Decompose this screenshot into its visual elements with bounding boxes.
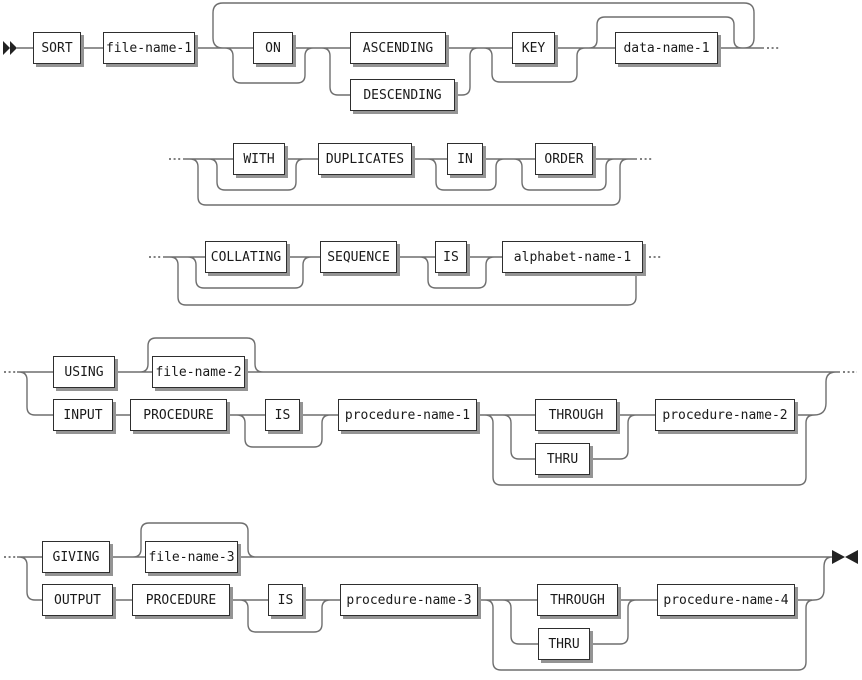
node-output: OUTPUT — [42, 584, 113, 616]
node-file-name-1: file-name-1 — [103, 32, 195, 64]
node-output-procedure: PROCEDURE — [132, 584, 230, 616]
node-ascending: ASCENDING — [350, 32, 446, 64]
node-procedure-name-2: procedure-name-2 — [655, 399, 795, 431]
node-is-collating: IS — [435, 241, 467, 273]
node-giving: GIVING — [42, 541, 110, 573]
node-is-input: IS — [265, 399, 300, 431]
node-procedure-name-4: procedure-name-4 — [657, 584, 795, 616]
node-sequence: SEQUENCE — [320, 241, 397, 273]
node-in: IN — [447, 143, 483, 175]
node-input-procedure: PROCEDURE — [130, 399, 227, 431]
node-with: WITH — [233, 143, 285, 175]
node-file-name-3: file-name-3 — [145, 541, 238, 573]
node-through-input: THROUGH — [535, 399, 617, 431]
node-data-name-1: data-name-1 — [615, 32, 718, 64]
start-arrow-icon — [3, 41, 17, 55]
node-thru-input: THRU — [535, 443, 590, 475]
node-descending: DESCENDING — [350, 79, 455, 111]
node-through-output: THROUGH — [537, 584, 618, 616]
node-procedure-name-3: procedure-name-3 — [340, 584, 478, 616]
node-sort: SORT — [33, 32, 81, 64]
node-duplicates: DUPLICATES — [318, 143, 412, 175]
node-thru-output: THRU — [538, 628, 590, 660]
node-alphabet-name-1: alphabet-name-1 — [502, 241, 643, 273]
node-input: INPUT — [53, 399, 113, 431]
node-is-output: IS — [268, 584, 303, 616]
node-procedure-name-1: procedure-name-1 — [338, 399, 477, 431]
node-order: ORDER — [535, 143, 593, 175]
node-using: USING — [53, 356, 115, 388]
node-on: ON — [253, 32, 293, 64]
node-collating: COLLATING — [205, 241, 287, 273]
end-arrow-icon — [832, 550, 858, 564]
node-file-name-2: file-name-2 — [152, 356, 245, 388]
rail-lines — [17, 2, 840, 671]
continuation-dots-icon — [4, 47, 857, 558]
node-key: KEY — [512, 32, 555, 64]
